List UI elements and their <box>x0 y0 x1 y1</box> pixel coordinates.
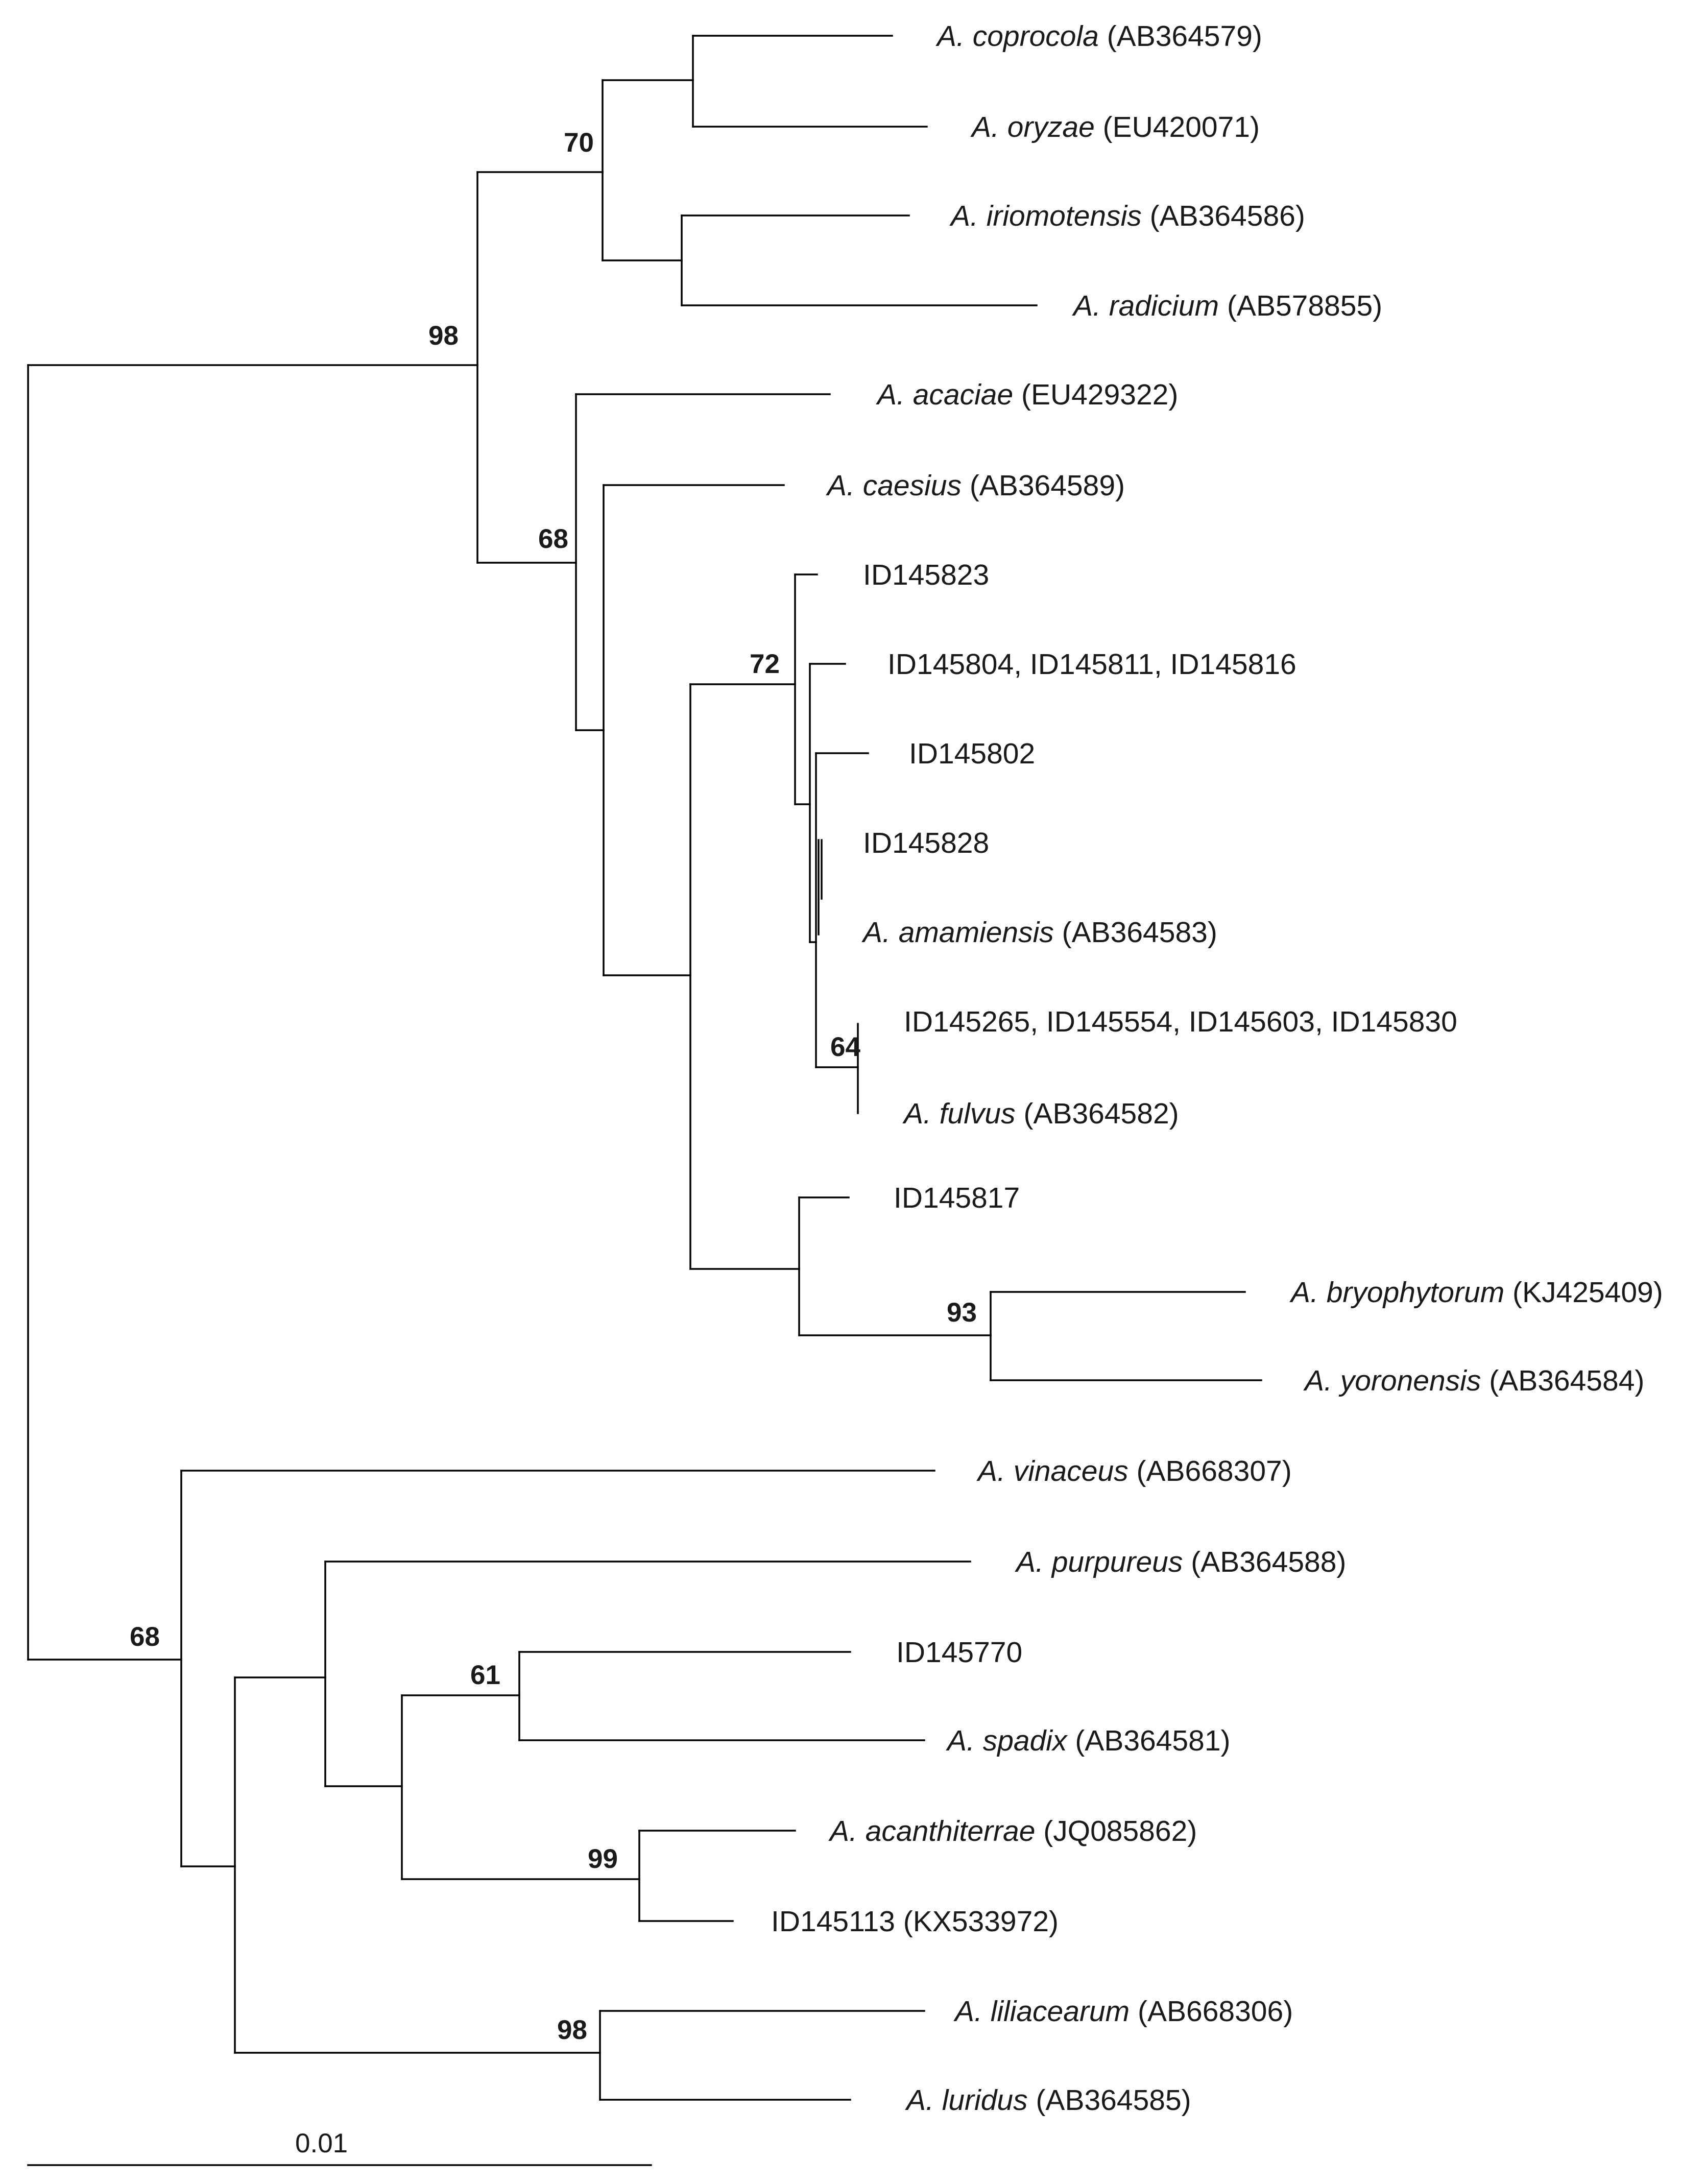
taxon-label: A. coprocola (AB364579) <box>935 20 1262 53</box>
taxon-label: A. acaciae (EU429322) <box>876 378 1178 411</box>
bootstrap-values: 70 98 68 72 64 93 68 61 99 98 <box>130 128 977 2045</box>
isolate-label: ID145823 <box>863 559 989 591</box>
taxon-label: A. bryophytorum (KJ425409) <box>1289 1276 1663 1309</box>
bootstrap-value: 98 <box>428 321 459 351</box>
isolate-label: ID145817 <box>894 1182 1020 1214</box>
bootstrap-value: 68 <box>538 524 568 554</box>
taxon-label: A. vinaceus (AB668307) <box>976 1455 1292 1487</box>
taxon-label: A. acanthiterrae (JQ085862) <box>828 1815 1197 1847</box>
bootstrap-value: 98 <box>557 2015 587 2045</box>
taxon-label: A. amamiensis (AB364583) <box>861 916 1217 949</box>
taxon-label: A. radicium (AB578855) <box>1072 290 1382 322</box>
tip-labels: A. coprocola (AB364579) A. oryzae (EU420… <box>771 20 1663 2117</box>
bootstrap-value: 70 <box>564 128 594 158</box>
taxon-label: A. spadix (AB364581) <box>946 1724 1231 1757</box>
isolate-label: ID145828 <box>863 827 989 859</box>
bootstrap-value: 99 <box>588 1844 618 1874</box>
bootstrap-value: 68 <box>130 1622 160 1652</box>
taxon-label: A. iriomotensis (AB364586) <box>949 200 1305 232</box>
scale-bar-label: 0.01 <box>295 2128 348 2158</box>
taxon-label: A. luridus (AB364585) <box>905 2084 1191 2117</box>
tree-branches <box>27 35 1262 2101</box>
scale-bar: 0.01 <box>27 2128 652 2166</box>
bootstrap-value: 93 <box>947 1298 977 1328</box>
isolate-label: ID145802 <box>909 737 1035 770</box>
taxon-label: A. fulvus (AB364582) <box>902 1097 1179 1130</box>
bootstrap-value: 72 <box>750 649 780 679</box>
taxon-label: A. oryzae (EU420071) <box>970 111 1260 143</box>
isolate-label: ID145265, ID145554, ID145603, ID145830 <box>904 1005 1457 1038</box>
bootstrap-value: 61 <box>470 1660 500 1690</box>
taxon-label: A. yoronensis (AB364584) <box>1303 1364 1644 1397</box>
bootstrap-value: 64 <box>830 1032 860 1062</box>
isolate-label: ID145804, ID145811, ID145816 <box>887 648 1296 681</box>
taxon-label: A. liliacearum (AB668306) <box>953 1995 1293 2028</box>
taxon-label: A. caesius (AB364589) <box>826 469 1125 502</box>
isolate-label: ID145113 (KX533972) <box>771 1905 1059 1938</box>
taxon-label: A. purpureus (AB364588) <box>1015 1546 1346 1578</box>
isolate-label: ID145770 <box>896 1636 1022 1669</box>
